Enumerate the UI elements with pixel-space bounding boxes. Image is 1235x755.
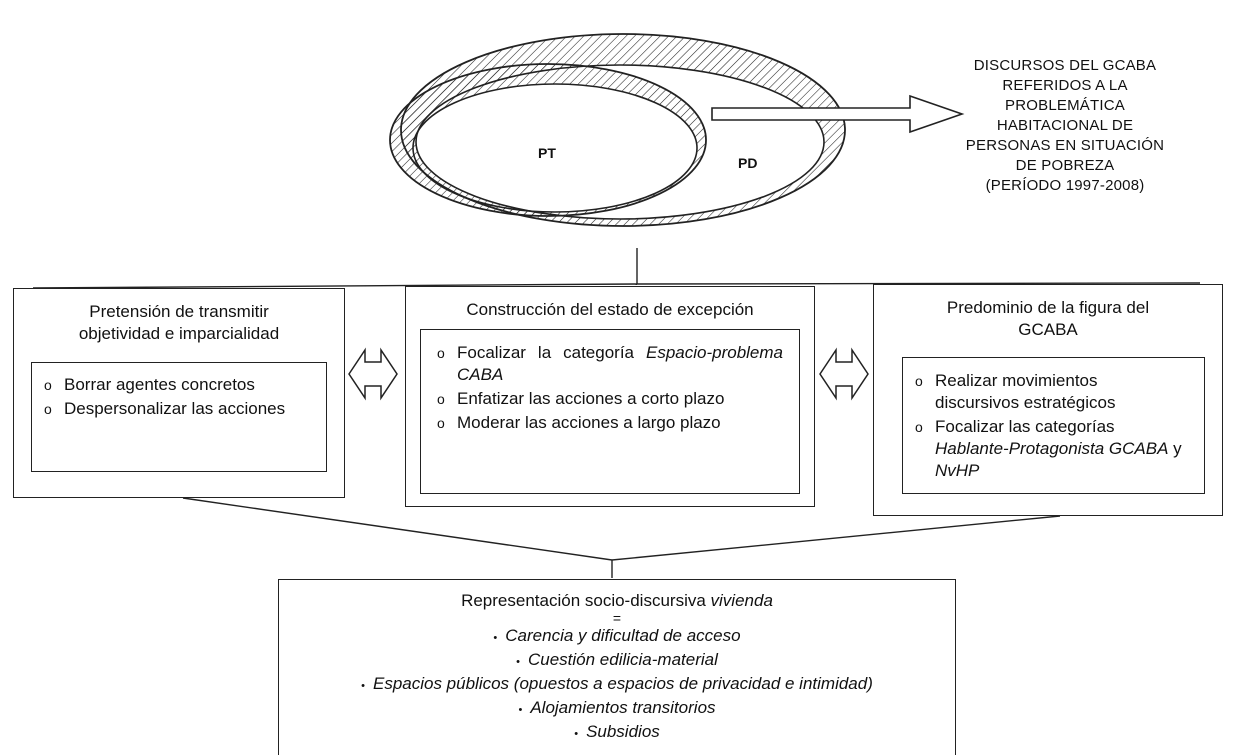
- bullet-icon: o: [915, 373, 923, 389]
- list-item: o Borrar agentes concretos: [44, 375, 255, 394]
- bullet-icon: o: [437, 345, 445, 361]
- representation-item: •Alojamientos transitorios: [518, 698, 716, 717]
- description-line: PROBLEMÁTICA: [1005, 97, 1125, 114]
- description-line: DISCURSOS DEL GCABA: [973, 57, 1157, 74]
- housing-representation-content: Representación socio-discursiva vivienda…: [279, 590, 955, 745]
- title-line: Predominio de la figura del: [946, 298, 1150, 317]
- dot-bullet-icon: •: [516, 656, 520, 668]
- exception-title: Construcción del estado de excepción: [466, 300, 754, 319]
- gcaba-title: Predominio de la figura del GCABA: [874, 297, 1222, 341]
- objectivity-list: o Borrar agentes concretos o Despersonal…: [42, 374, 302, 422]
- representation-item: •Carencia y dificultad de acceso: [493, 626, 741, 645]
- bullet-icon: o: [44, 401, 52, 417]
- dot-bullet-icon: •: [493, 632, 498, 644]
- discourse-description: DISCURSOS DEL GCABA REFERIDOS A LA PROBL…: [940, 56, 1190, 196]
- bullet-icon: o: [915, 419, 923, 435]
- description-line: HABITACIONAL DE: [996, 117, 1134, 134]
- bullet-icon: o: [437, 391, 445, 407]
- gcaba-list: o Realizar movimientos discursivos estra…: [913, 370, 1188, 484]
- representation-item: •Cuestión edilicia-material: [516, 650, 718, 669]
- description-line: (PERÍODO 1997-2008): [985, 177, 1145, 194]
- representation-item: •Espacios públicos (opuestos a espacios …: [361, 674, 873, 693]
- description-line: DE POBREZA: [1015, 157, 1115, 174]
- left-double-arrow: [348, 347, 398, 401]
- objectivity-items-box: o Borrar agentes concretos o Despersonal…: [31, 362, 327, 472]
- dot-bullet-icon: •: [574, 728, 579, 740]
- list-item: o Despersonalizar las acciones: [44, 399, 286, 418]
- housing-representation-box: Representación socio-discursiva vivienda…: [278, 579, 956, 755]
- pd-label: PD: [738, 155, 758, 171]
- representation-title: Representación socio-discursiva vivienda: [461, 591, 773, 610]
- description-line: REFERIDOS A LA: [1002, 77, 1128, 94]
- list-item: o Focalizar las categorías Hablante-Prot…: [915, 417, 1182, 480]
- exception-box: Construcción del estado de excepción o F…: [405, 286, 815, 507]
- objectivity-box: Pretensión de transmitir objetividad e i…: [13, 288, 345, 498]
- right-arrow: [711, 94, 965, 134]
- bullet-icon: o: [44, 377, 52, 393]
- list-item: o Focalizar la categoría Espacio-problem…: [437, 343, 783, 384]
- dot-bullet-icon: •: [518, 704, 523, 716]
- exception-items-box: o Focalizar la categoría Espacio-problem…: [420, 329, 800, 494]
- gcaba-figure-box: Predominio de la figura del GCABA o Real…: [873, 284, 1223, 516]
- pt-label: PT: [538, 145, 556, 161]
- list-item: o Moderar las acciones a largo plazo: [437, 413, 721, 432]
- title-line: GCABA: [1018, 320, 1078, 339]
- gcaba-items-box: o Realizar movimientos discursivos estra…: [902, 357, 1205, 494]
- title-line: Pretensión de transmitir: [89, 302, 269, 321]
- bottom-connector: [182, 497, 1061, 578]
- right-double-arrow: [819, 347, 869, 401]
- inner-ring: [389, 63, 707, 217]
- top-connector: [32, 248, 1201, 289]
- list-item: o Enfatizar las acciones a corto plazo: [437, 389, 725, 408]
- list-item: o Realizar movimientos discursivos estra…: [915, 371, 1116, 412]
- equals-sign: =: [612, 610, 622, 626]
- representation-item: •Subsidios: [574, 722, 660, 741]
- title-line: objetividad e imparcialidad: [78, 324, 280, 343]
- description-line: PERSONAS EN SITUACIÓN: [965, 137, 1165, 154]
- objectivity-title: Pretensión de transmitir objetividad e i…: [14, 301, 344, 345]
- bullet-icon: o: [437, 415, 445, 431]
- dot-bullet-icon: •: [361, 680, 365, 692]
- exception-list: o Focalizar la categoría Espacio-problem…: [435, 342, 783, 436]
